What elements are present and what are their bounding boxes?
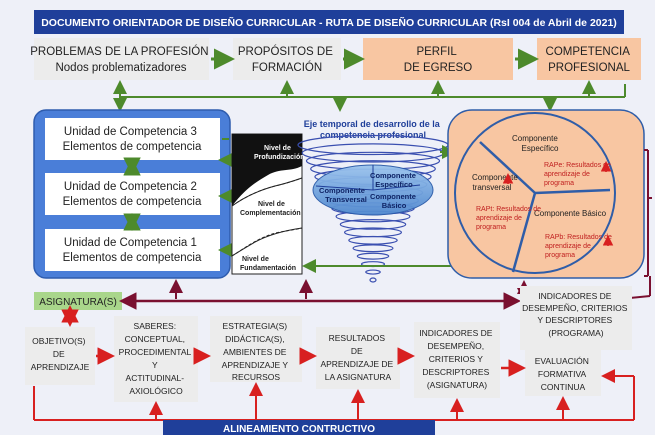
- spiral-transversal: Componente Transversal: [319, 186, 367, 204]
- spiral-especifico: Componente Específico: [370, 171, 418, 189]
- level-complementacion: Nivel de Complementación: [240, 201, 301, 217]
- levels-graphic: [231, 133, 303, 275]
- unit-2-text: Unidad de Competencia 2 Elementos de com…: [63, 181, 202, 208]
- competencia-box: [537, 38, 641, 80]
- resultados-text: RESULTADOS DE APRENDIZAJE DE LA ASIGNATU…: [320, 333, 395, 382]
- objetivo-box: [25, 327, 95, 385]
- evaluacion-text: EVALUACIÓN FORMATIVA CONTINUA: [535, 356, 592, 392]
- unit-3-box: [45, 118, 220, 160]
- indicadores-programa-text: INDICADORES DE DESEMPEÑO, CRITERIOS Y DE…: [522, 291, 630, 338]
- propositos-box: [233, 38, 341, 80]
- right-bracket: [644, 149, 652, 277]
- spiral-ring: [356, 252, 390, 260]
- unit-1-box: [45, 229, 220, 271]
- pie-especifico: Componente Específico: [512, 134, 560, 153]
- pie-rape: RAPe: Resultados de aprendizaje de progr…: [544, 162, 613, 187]
- saberes-text: SABERES: CONCEPTUAL, PROCEDIMENTAL Y ACT…: [119, 321, 194, 396]
- perfil-box: [363, 38, 513, 80]
- spiral-basico: Componente Básico: [370, 192, 418, 210]
- level-profundizacion: Nivel de Profundización: [254, 145, 305, 161]
- footer-banner: [163, 420, 435, 435]
- pie-basico: Componente Básico: [534, 209, 607, 218]
- propositos-text: PROPÓSITOS DE FORMACIÓN: [238, 45, 336, 74]
- spiral-ring: [352, 244, 394, 253]
- spiral-ring: [348, 235, 398, 245]
- competencia-text: COMPETENCIA PROFESIONAL: [546, 46, 633, 74]
- spiral-ring: [339, 219, 407, 230]
- top-feedback-bracket: [113, 80, 626, 112]
- resultados-box: [316, 327, 400, 389]
- objetivo-text: OBJETIVO(S) DE APRENDIZAJE: [31, 336, 90, 372]
- spiral-title: Eje temporal de desarrollo de la compete…: [304, 119, 443, 140]
- estrategia-text: ESTRATEGIA(S) DIDÁCTICA(S), AMBIENTES DE…: [222, 321, 291, 382]
- asignatura-label: ASIGNATURA(S): [39, 297, 117, 308]
- footer-label: ALINEAMIENTO CONTRUCTIVO: [223, 424, 375, 435]
- indicadores-programa-box: [520, 286, 632, 350]
- problemas-text: PROBLEMAS DE LA PROFESIÓN Nodos problema…: [30, 45, 212, 74]
- perfil-text: PERFIL DE EGRESO: [404, 46, 472, 74]
- saberes-box: [114, 316, 198, 402]
- level-fundamentacion: Nivel de Fundamentación: [240, 256, 296, 272]
- indicadores-asignatura-box: [414, 322, 500, 398]
- problemas-box: [34, 38, 209, 80]
- unit-2-box: [45, 173, 220, 215]
- unit-3-text: Unidad de Competencia 3 Elementos de com…: [63, 126, 202, 153]
- bottom-flow-arrows: [61, 305, 526, 377]
- unit-1-text: Unidad de Competencia 1 Elementos de com…: [63, 237, 202, 264]
- asignatura-box: [34, 292, 122, 310]
- spiral-ring: [369, 277, 377, 283]
- spiral-ring: [301, 143, 445, 163]
- pie-rapt: RAPt: Resultados de aprendizaje de progr…: [476, 206, 543, 231]
- estrategia-box: [210, 316, 302, 382]
- header-title: DOCUMENTO ORIENTADOR DE DISEÑO CURRICULA…: [41, 16, 617, 29]
- evaluacion-box: [525, 350, 601, 396]
- indicadores-asignatura-text: INDICADORES DE DESEMPEÑO, CRITERIOS Y DE…: [419, 328, 495, 390]
- pie-transversal: Componente transversal: [472, 173, 520, 192]
- pie-rapb: RAPb: Resultados de aprendizaje de progr…: [545, 234, 614, 259]
- header-bar: [34, 10, 624, 34]
- spiral-ring: [365, 269, 381, 275]
